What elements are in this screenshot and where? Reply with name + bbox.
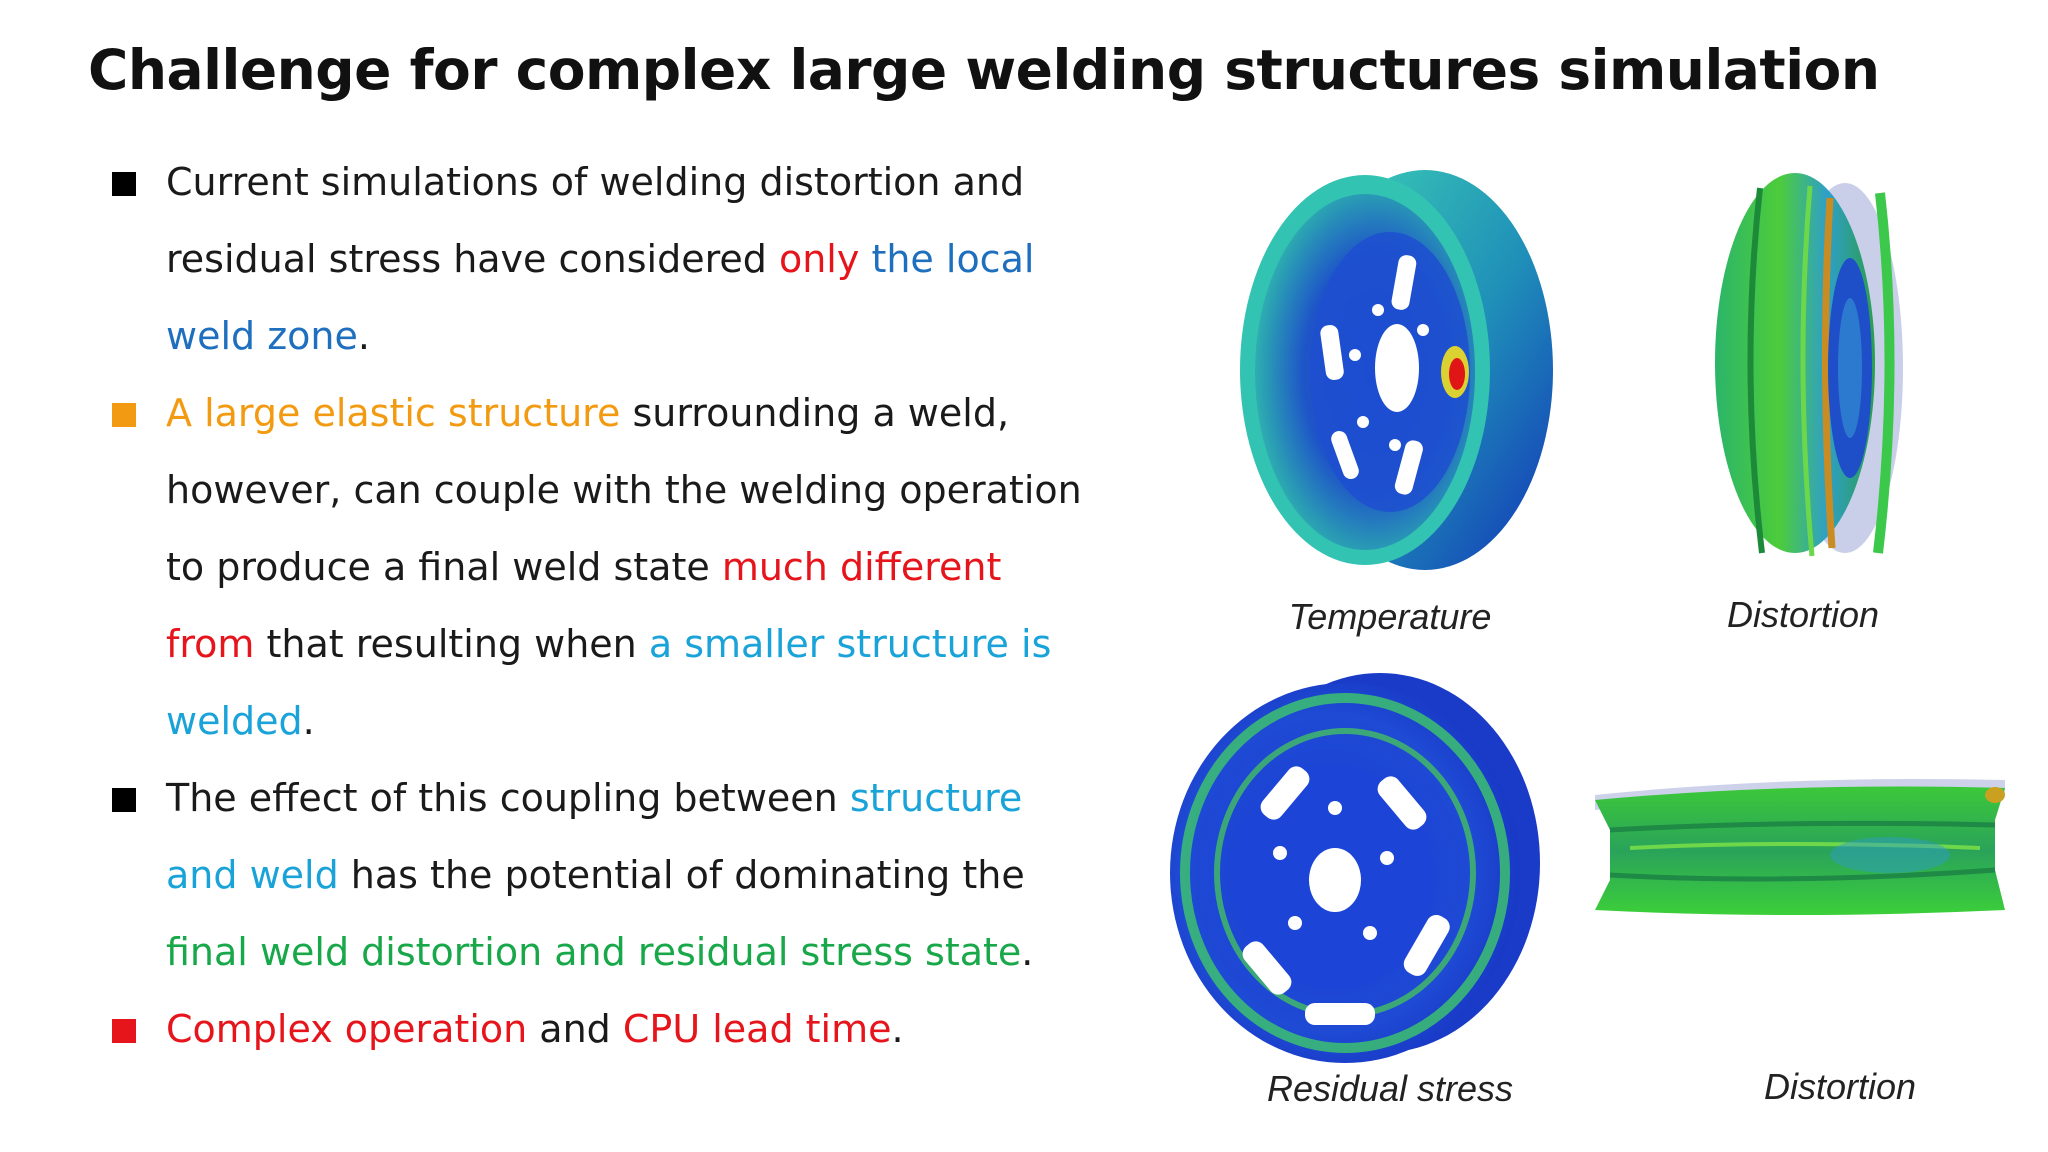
bullet-item: A large elastic structure surrounding a … [110, 375, 1110, 760]
distortion-side-figure-bottom [1595, 779, 2005, 915]
highlighted-text: only [778, 237, 860, 281]
body-text: however, can couple with the welding ope… [166, 468, 1082, 512]
bullet-line: Complex operation and CPU lead time. [166, 991, 1110, 1068]
square-bullet-icon [112, 172, 136, 196]
highlighted-text: weld zone [166, 314, 358, 358]
highlighted-text: and weld [166, 853, 339, 897]
bullet-line: welded. [166, 683, 1110, 760]
highlighted-text: a smaller structure is [648, 622, 1052, 666]
body-text: . [357, 314, 370, 358]
body-text: to produce a final weld state [166, 545, 722, 589]
caption-distortion-top: Distortion [1726, 594, 1880, 635]
bullet-line: from that resulting when a smaller struc… [166, 606, 1110, 683]
body-text: and [527, 1007, 623, 1051]
bullet-line: and weld has the potential of dominating… [166, 837, 1110, 914]
bullet-line: final weld distortion and residual stres… [166, 914, 1110, 991]
highlighted-text: final weld distortion and residual stres… [166, 930, 1022, 974]
bullet-line: residual stress have considered only the… [166, 221, 1110, 298]
slide-title: Challenge for complex large welding stru… [88, 38, 1880, 102]
body-text: . [1021, 930, 1034, 974]
bullet-line: to produce a final weld state much diffe… [166, 529, 1110, 606]
caption-residual-stress: Residual stress [1266, 1068, 1514, 1109]
highlighted-text: structure [849, 776, 1023, 820]
body-text: . [302, 699, 315, 743]
body-text: The effect of this coupling between [166, 776, 850, 820]
highlighted-text: CPU lead time [622, 1007, 892, 1051]
square-bullet-icon [112, 788, 136, 812]
highlighted-text: the local [859, 237, 1035, 281]
highlighted-text: welded [166, 699, 303, 743]
highlighted-text: much different [721, 545, 1002, 589]
bullet-item: Complex operation and CPU lead time. [110, 991, 1110, 1068]
square-bullet-icon [112, 403, 136, 427]
caption-distortion-bottom: Distortion [1763, 1066, 1917, 1107]
bullet-line: The effect of this coupling between stru… [166, 760, 1110, 837]
temperature-wheel-figure [1240, 170, 1553, 570]
bullet-line: weld zone. [166, 298, 1110, 375]
body-text: residual stress have considered [166, 237, 779, 281]
bullet-item: The effect of this coupling between stru… [110, 760, 1110, 991]
caption-temperature: Temperature [1288, 596, 1492, 637]
distortion-wheel-figure-top [1715, 173, 1903, 557]
bullet-line: Current simulations of welding distortio… [166, 144, 1110, 221]
highlighted-text: Complex operation [166, 1007, 528, 1051]
square-bullet-icon [112, 1019, 136, 1043]
residual-stress-wheel-figure [1170, 673, 1540, 1063]
body-text: . [891, 1007, 904, 1051]
bullet-line: however, can couple with the welding ope… [166, 452, 1110, 529]
body-text: has the potential of dominating the [338, 853, 1025, 897]
highlighted-text: from [166, 622, 255, 666]
bullet-list: Current simulations of welding distortio… [110, 144, 1110, 1068]
body-text: Current simulations of welding distortio… [166, 160, 1025, 204]
body-text: surrounding a weld, [620, 391, 1010, 435]
body-text: that resulting when [254, 622, 649, 666]
highlighted-text: A large elastic structure [166, 391, 621, 435]
bullet-line: A large elastic structure surrounding a … [166, 375, 1110, 452]
bullet-item: Current simulations of welding distortio… [110, 144, 1110, 375]
